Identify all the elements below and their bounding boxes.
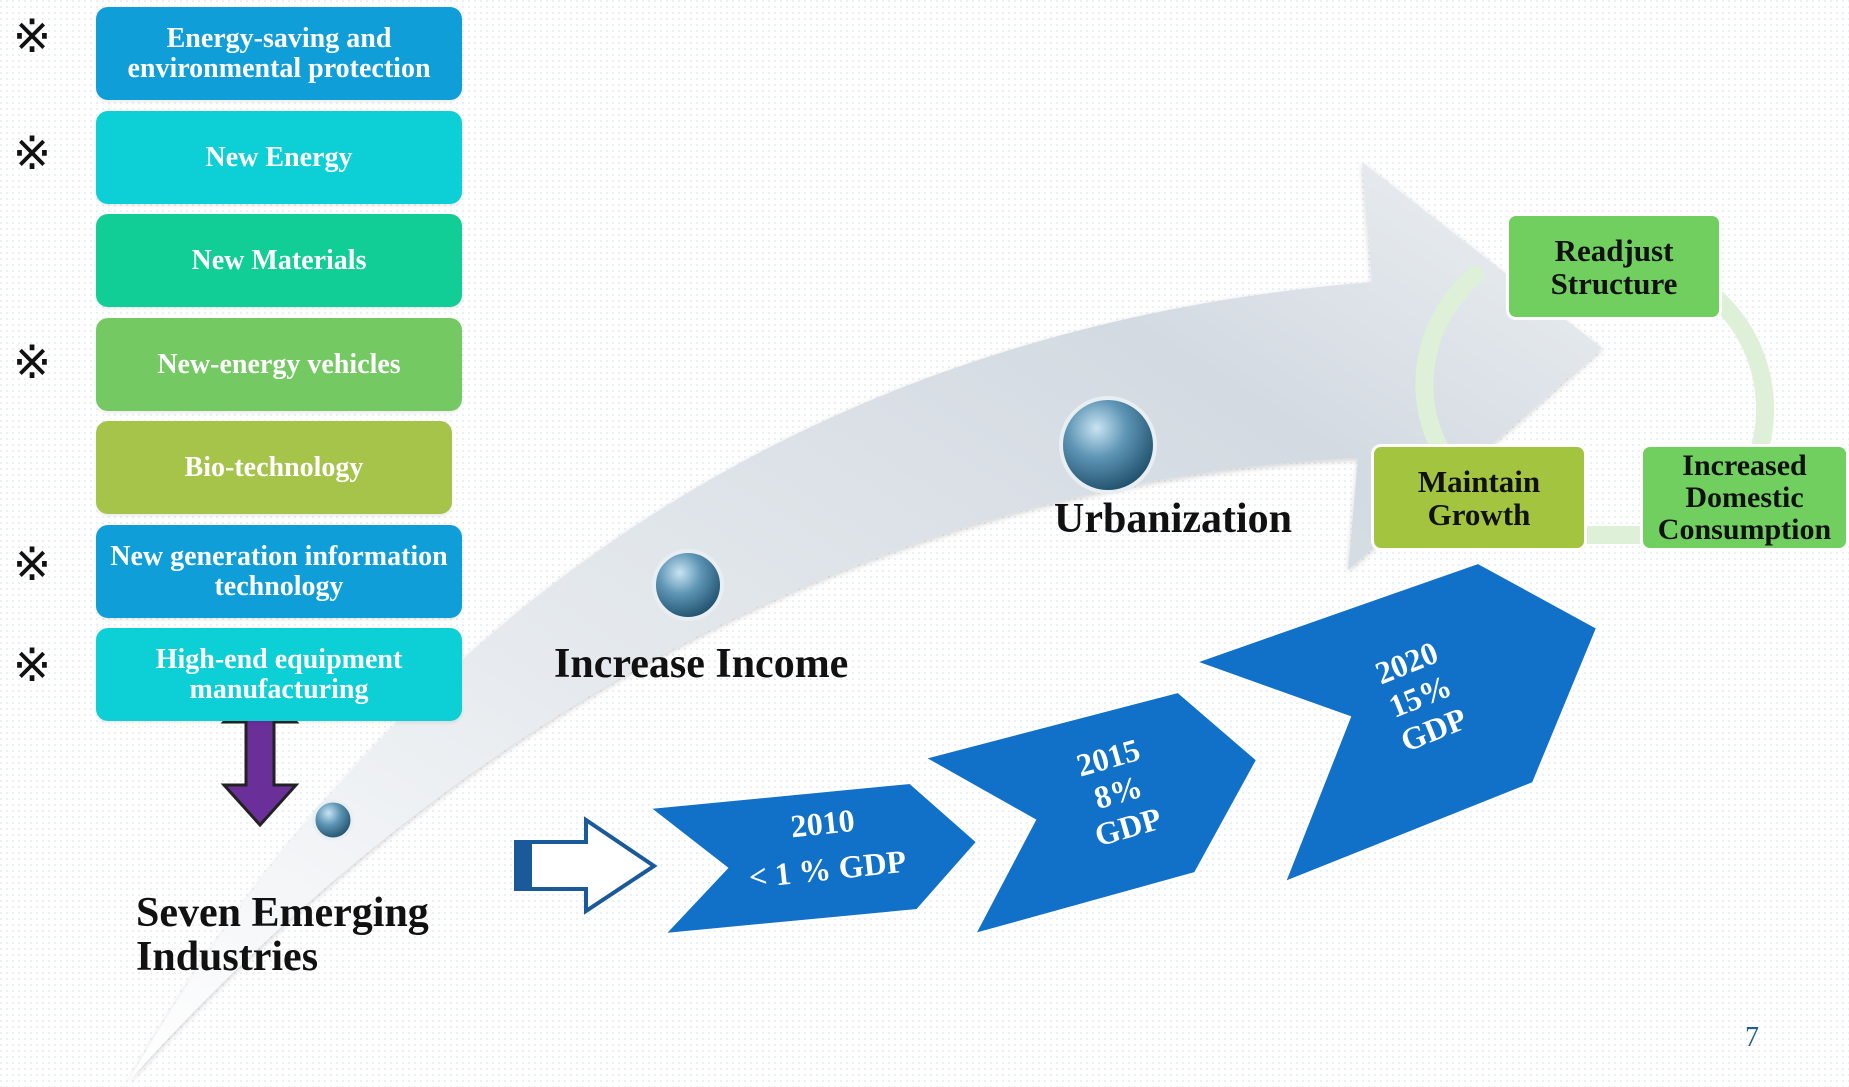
label-seven-emerging-industries: Seven Emerging Industries <box>136 890 429 980</box>
industry-new-materials: New Materials <box>96 214 462 307</box>
chevron-2010 <box>647 781 979 936</box>
mark-icon-3: ※ <box>12 335 52 389</box>
sphere-end-icon <box>1059 396 1157 494</box>
industry-high-end-equipment: High-end equipment manufacturing <box>96 628 462 721</box>
growth-swoosh-arrow <box>128 162 1602 1082</box>
right-arrow-icon <box>514 816 658 915</box>
cycle-increased-domestic-consumption: Increased Domestic Consumption <box>1640 444 1849 551</box>
label-increase-income: Increase Income <box>554 641 849 687</box>
industry-new-energy-vehicles: New-energy vehicles <box>96 318 462 411</box>
label-urbanization: Urbanization <box>1054 496 1293 542</box>
right-arrow-tail <box>516 842 532 889</box>
page-number: 7 <box>1745 1022 1759 1053</box>
sphere-start-icon <box>312 799 354 841</box>
mark-icon-5: ※ <box>12 638 52 692</box>
industry-energy-saving: Energy-saving and environmental protecti… <box>96 7 462 100</box>
sphere-markers <box>312 396 1157 841</box>
industry-new-energy: New Energy <box>96 111 462 204</box>
sphere-middle-icon <box>652 549 724 621</box>
cycle-readjust-structure: Readjust Structure <box>1506 213 1722 320</box>
mark-icon-2: ※ <box>12 126 52 180</box>
mark-icon-4: ※ <box>12 537 52 591</box>
mark-icon-1: ※ <box>12 9 52 63</box>
cycle-maintain-growth: Maintain Growth <box>1371 444 1587 551</box>
industry-bio-technology: Bio-technology <box>96 421 452 514</box>
chevron-2015 <box>922 690 1259 936</box>
timeline-chevrons <box>647 561 1599 936</box>
industry-new-generation-it: New generation information technology <box>96 525 462 618</box>
chevron-2020 <box>1193 561 1599 884</box>
